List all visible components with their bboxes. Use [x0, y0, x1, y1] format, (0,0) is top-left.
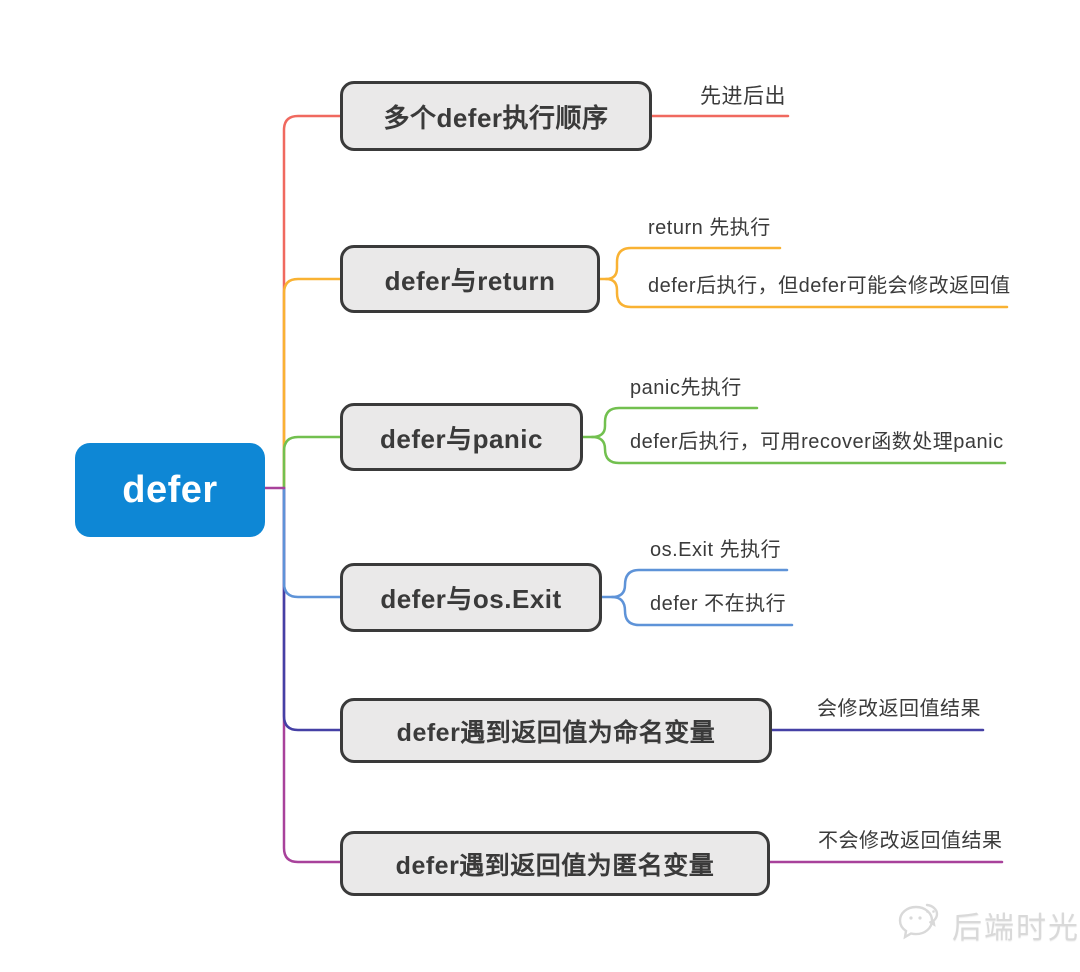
connector-branch-named [282, 486, 342, 732]
leaf-label-return-first[interactable]: return 先执行 [648, 217, 771, 239]
connector-branch-osexit [282, 486, 342, 599]
leaf-label-osexit-first[interactable]: os.Exit 先执行 [650, 539, 782, 561]
leaf-label-defer-not-run[interactable]: defer 不在执行 [650, 593, 787, 615]
leaf-label-defer-after-panic[interactable]: defer后执行，可用recover函数处理panic [630, 431, 1004, 453]
watermark-text: 后端时光 [952, 911, 1080, 945]
branch-node-defer-anon-var[interactable]: defer遇到返回值为匿名变量 [340, 831, 770, 896]
connector-branch-return [282, 277, 342, 490]
leaf-line-defer-after-return [604, 277, 1009, 309]
leaf-line-defer-not-run [610, 595, 794, 627]
watermark: 后端时光 [886, 898, 1080, 951]
leaf-label-anon-result[interactable]: 不会修改返回值结果 [818, 830, 1003, 852]
branch-node-defer-order[interactable]: 多个defer执行顺序 [340, 81, 652, 151]
connector-branch-panic [282, 435, 342, 490]
wechat-icon [886, 898, 944, 951]
root-node-defer[interactable]: defer [75, 443, 265, 537]
leaf-label-panic-first[interactable]: panic先执行 [630, 377, 742, 399]
branch-node-defer-named-var[interactable]: defer遇到返回值为命名变量 [340, 698, 772, 763]
leaf-line-defer-after-panic [590, 435, 1007, 465]
branch-node-defer-panic[interactable]: defer与panic [340, 403, 583, 471]
connector-branch-anon [282, 486, 342, 864]
leaf-label-named-result[interactable]: 会修改返回值结果 [817, 698, 981, 720]
leaf-label-fifo[interactable]: 先进后出 [700, 85, 786, 108]
branch-node-defer-return[interactable]: defer与return [340, 245, 600, 313]
leaf-label-defer-after-return[interactable]: defer后执行，但defer可能会修改返回值 [648, 275, 1011, 297]
branch-node-defer-osexit[interactable]: defer与os.Exit [340, 563, 602, 632]
connector-branch-order [282, 114, 342, 490]
